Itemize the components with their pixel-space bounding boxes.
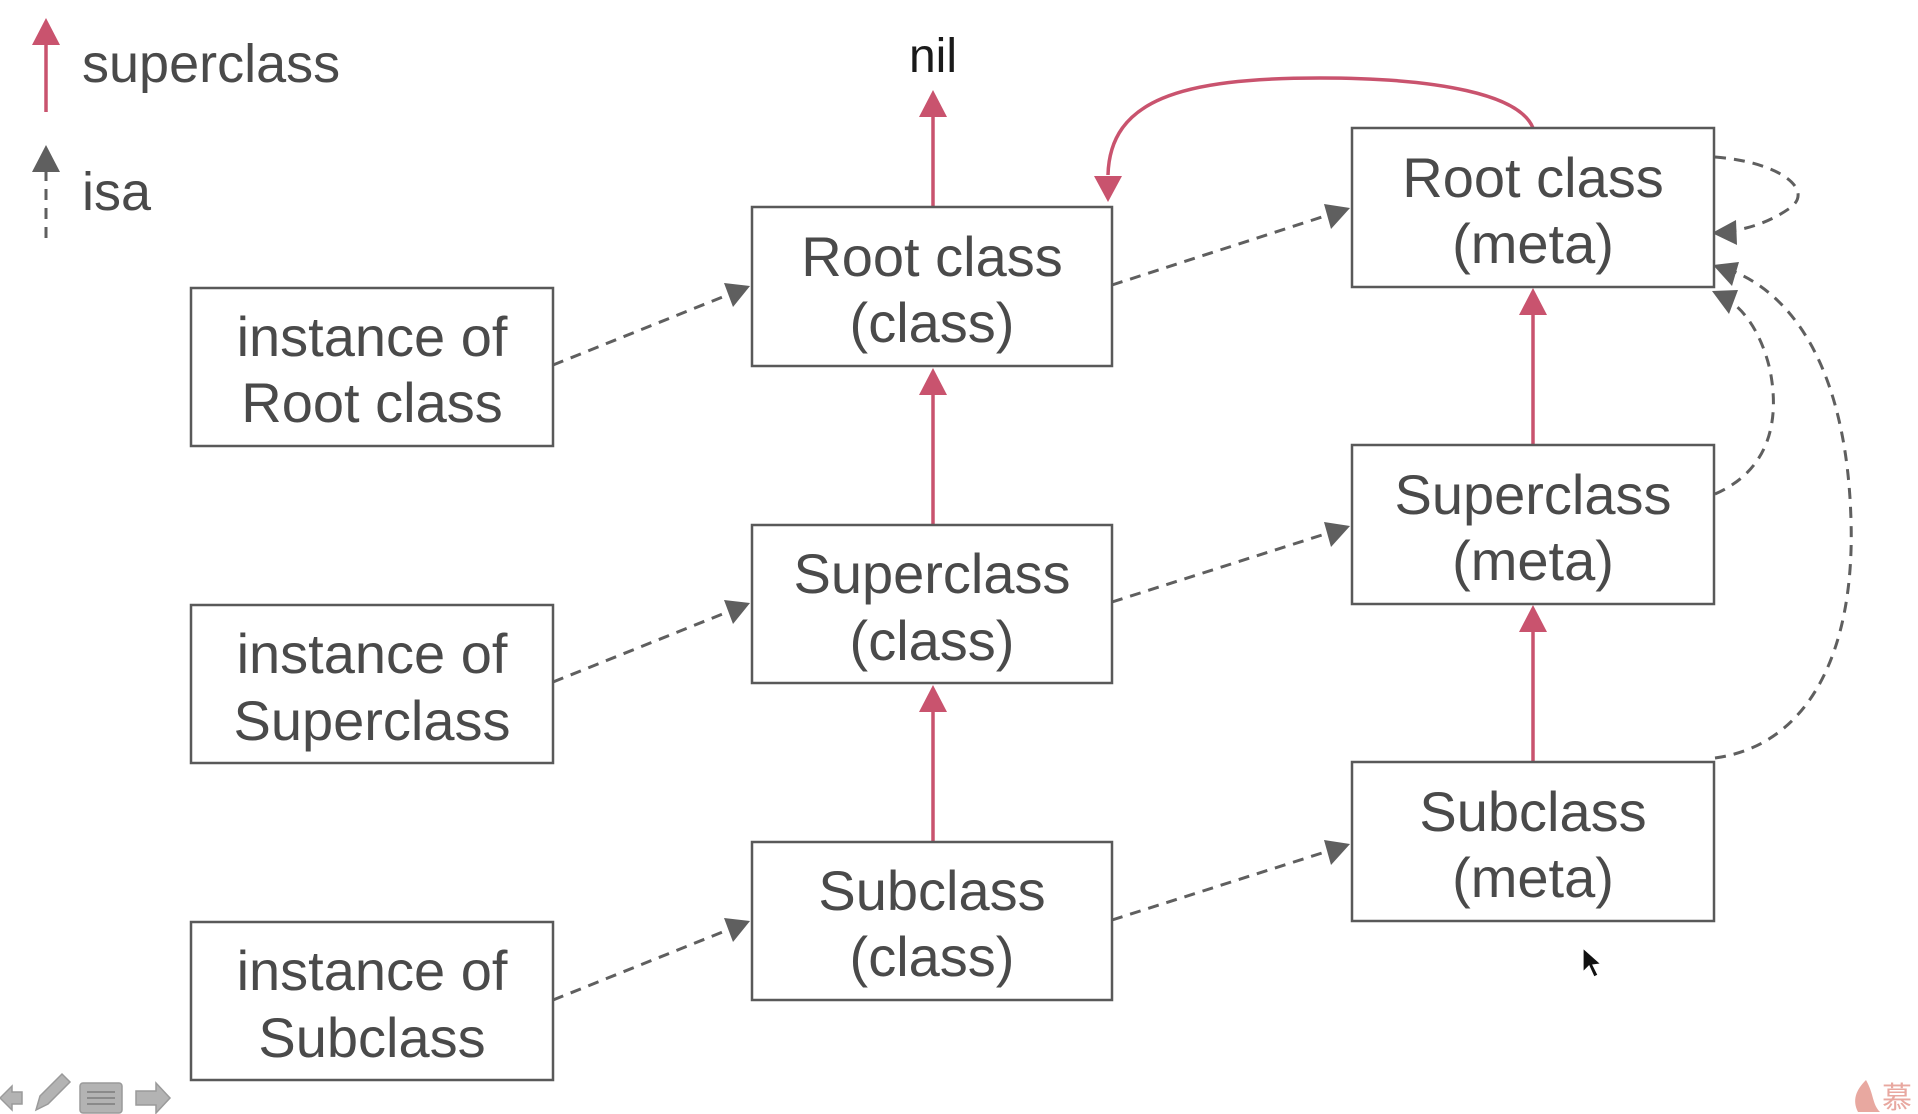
super-class-box: Superclass (class)	[750, 523, 1114, 685]
super-meta-line-1: Superclass	[1394, 463, 1671, 526]
arrow-left-icon[interactable]	[0, 1084, 23, 1112]
sub-meta-line-1: Subclass	[1419, 780, 1646, 843]
instance-sub-line-1: instance of	[237, 939, 508, 1002]
nil-label: nil	[909, 30, 957, 83]
instance-root-box: instance of Root class	[189, 286, 555, 448]
arrow-right-icon[interactable]	[135, 1081, 172, 1114]
instance-root-line-2: Root class	[241, 371, 502, 434]
isa-arrow-superclass-to-supermeta	[1111, 522, 1350, 604]
root-meta-line-2: (meta)	[1452, 212, 1614, 275]
slideshow-toolbar	[0, 1072, 172, 1114]
instance-super-line-2: Superclass	[233, 689, 510, 752]
superclass-arrow-subclass-to-superclass	[919, 685, 947, 842]
instance-sub-line-2: Subclass	[258, 1006, 485, 1069]
isa-arrow-rootclass-to-rootmeta	[1111, 204, 1350, 287]
superclass-arrow-submeta-to-supermeta	[1519, 605, 1547, 762]
legend: superclass isa	[32, 18, 340, 238]
root-class-line-2: (class)	[850, 291, 1015, 354]
super-meta-line-2: (meta)	[1452, 529, 1614, 592]
isa-arrows	[552, 155, 1853, 1002]
legend-isa-label: isa	[82, 162, 152, 222]
watermark-text: 慕	[1882, 1081, 1912, 1114]
superclass-arrow-rootclass-to-nil	[919, 90, 947, 207]
menu-icon[interactable]	[79, 1082, 123, 1114]
sub-meta-box: Subclass (meta)	[1350, 760, 1716, 923]
isa-arrow-rootmeta-to-self	[1712, 155, 1800, 245]
isa-arrow-instance-root-to-rootclass	[552, 283, 750, 367]
instance-root-line-1: instance of	[237, 305, 508, 368]
legend-superclass-arrow	[32, 18, 60, 112]
root-meta-box: Root class (meta)	[1350, 126, 1716, 289]
superclass-arrows	[919, 76, 1547, 842]
super-class-line-2: (class)	[850, 609, 1015, 672]
isa-arrow-submeta-to-rootmeta	[1713, 262, 1853, 760]
superclass-arrow-supermeta-to-rootmeta	[1519, 288, 1547, 445]
superclass-arrow-superclass-to-rootclass	[919, 368, 947, 525]
instance-super-box: instance of Superclass	[189, 603, 555, 765]
sub-class-line-2: (class)	[850, 925, 1015, 988]
watermark-logo: 慕	[1855, 1080, 1912, 1114]
legend-superclass-label: superclass	[82, 34, 340, 94]
root-class-box: Root class (class)	[750, 205, 1114, 368]
super-class-line-1: Superclass	[793, 542, 1070, 605]
pen-icon[interactable]	[34, 1072, 72, 1112]
sub-meta-line-2: (meta)	[1452, 846, 1614, 909]
legend-isa-arrow	[32, 145, 60, 238]
isa-arrow-instance-sub-to-subclass	[552, 918, 750, 1002]
mouse-cursor-icon	[1582, 946, 1603, 978]
instance-super-line-1: instance of	[237, 622, 508, 685]
sub-class-line-1: Subclass	[818, 859, 1045, 922]
sub-class-box: Subclass (class)	[750, 840, 1114, 1002]
superclass-arrow-rootmeta-to-rootclass	[1094, 76, 1535, 202]
root-class-line-1: Root class	[801, 225, 1062, 288]
isa-arrow-subclass-to-submeta	[1111, 840, 1350, 922]
instance-sub-box: instance of Subclass	[189, 920, 555, 1082]
isa-arrow-supermeta-to-rootmeta	[1712, 290, 1775, 496]
super-meta-box: Superclass (meta)	[1350, 443, 1716, 606]
root-meta-line-1: Root class	[1402, 146, 1663, 209]
isa-arrow-instance-super-to-superclass	[552, 600, 750, 684]
